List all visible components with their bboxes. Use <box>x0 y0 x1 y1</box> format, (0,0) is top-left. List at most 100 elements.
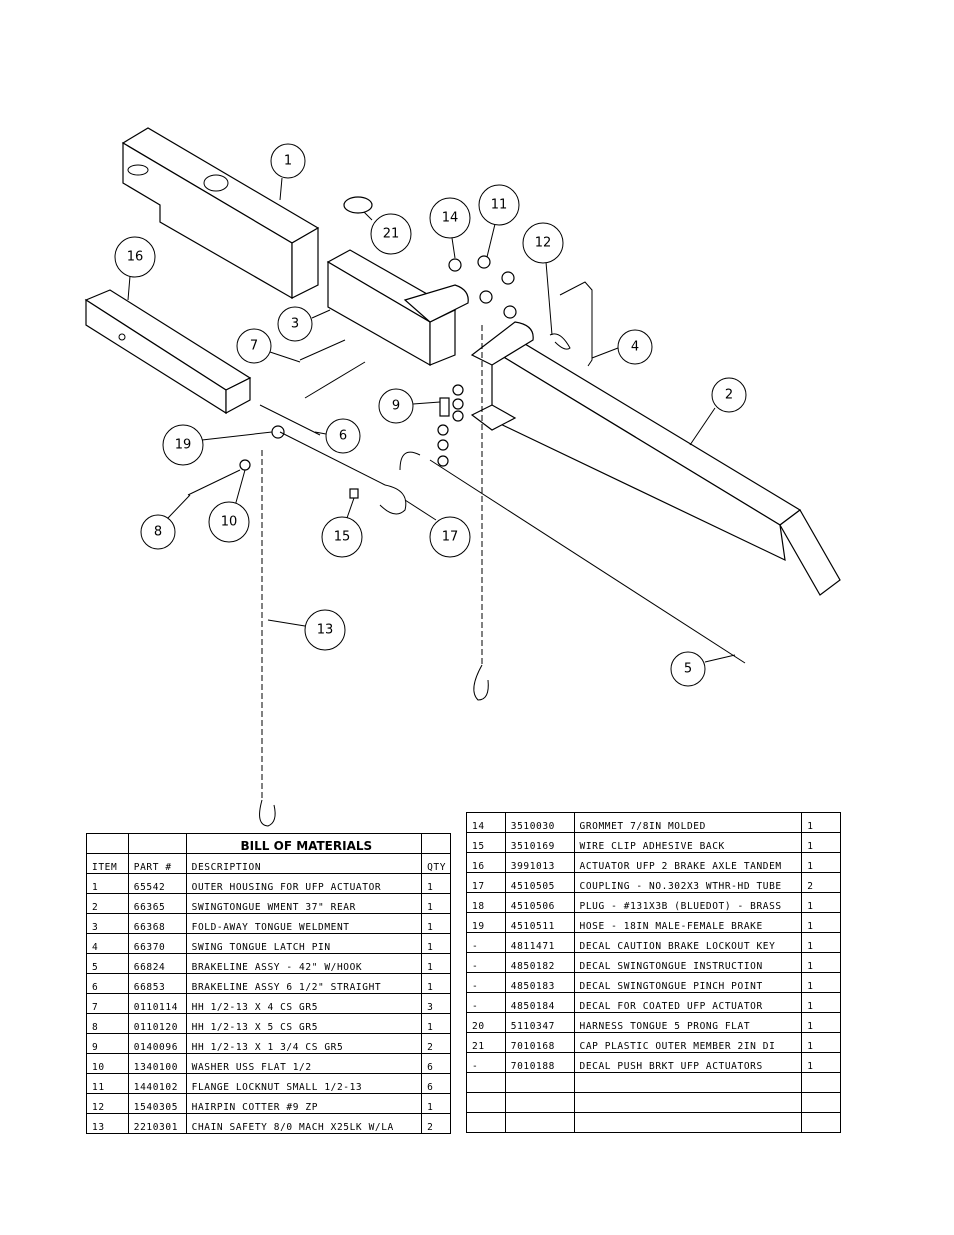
bom-item: 1 <box>86 873 129 894</box>
bom-description: DECAL FOR COATED UFP ACTUATOR <box>573 992 803 1013</box>
callout-1: 1 <box>270 143 306 201</box>
bom-item: 17 <box>466 872 506 893</box>
bom-qty: 1 <box>801 972 841 993</box>
header-part: PART # <box>127 853 187 874</box>
part-cap <box>343 196 373 214</box>
bom-description: OUTER HOUSING FOR UFP ACTUATOR <box>185 873 423 894</box>
callout-4: 4 <box>591 329 653 365</box>
bom-qty: 1 <box>421 913 451 934</box>
bom-description: ACTUATOR UFP 2 BRAKE AXLE TANDEM <box>573 852 803 873</box>
part-bolts <box>187 339 450 496</box>
bom-item: 6 <box>86 973 129 994</box>
bom-description: DECAL SWINGTONGUE INSTRUCTION <box>573 952 803 973</box>
svg-text:3: 3 <box>291 317 299 332</box>
bom-qty <box>801 1112 841 1133</box>
bom-description: HARNESS TONGUE 5 PRONG FLAT <box>573 1012 803 1033</box>
callout-6: 6 <box>314 418 361 454</box>
bom-item: 5 <box>86 953 129 974</box>
bom-part-number: 7010168 <box>504 1032 575 1053</box>
bom-item: 3 <box>86 913 129 934</box>
bom-qty: 1 <box>801 932 841 953</box>
bom-part-number: 7010188 <box>504 1052 575 1073</box>
part-outer-housing <box>121 127 320 300</box>
bom-description: WIRE CLIP ADHESIVE BACK <box>573 832 803 853</box>
bom-description: CHAIN SAFETY 8/0 MACH X25LK W/LA <box>185 1113 423 1134</box>
bom-description <box>573 1072 803 1093</box>
bom-part-number <box>504 1092 575 1113</box>
bom-qty: 1 <box>421 1013 451 1034</box>
bom-item: 4 <box>86 933 129 954</box>
bom-description <box>573 1092 803 1113</box>
bom-qty: 1 <box>801 812 841 833</box>
bom-item: 11 <box>86 1073 129 1094</box>
bom-part-number: 1440102 <box>127 1073 187 1094</box>
bom-qty: 1 <box>801 892 841 913</box>
callout-8: 8 <box>140 494 191 550</box>
bom-item: 2 <box>86 893 129 914</box>
bom-qty: 2 <box>421 1113 451 1134</box>
part-hairpin <box>549 333 571 350</box>
bom-qty: 1 <box>801 912 841 933</box>
bom-part-number: 4850182 <box>504 952 575 973</box>
part-brakelines <box>259 404 746 664</box>
bom-part-number: 66370 <box>127 933 187 954</box>
header-qty: QTY <box>421 853 451 874</box>
callout-2: 2 <box>689 377 747 446</box>
bom-qty: 1 <box>421 953 451 974</box>
svg-text:6: 6 <box>339 429 347 444</box>
svg-text:16: 16 <box>127 250 144 265</box>
header-description: DESCRIPTION <box>185 853 423 874</box>
bom-part-number: 65542 <box>127 873 187 894</box>
bom-item: 12 <box>86 1093 129 1114</box>
bom-description: HH 1/2-13 X 4 CS GR5 <box>185 993 423 1014</box>
callout-3: 3 <box>277 306 331 342</box>
svg-text:15: 15 <box>334 530 351 545</box>
bom-qty: 6 <box>421 1073 451 1094</box>
bom-part-number: 4850183 <box>504 972 575 993</box>
bom-qty: 2 <box>801 872 841 893</box>
svg-text:12: 12 <box>535 236 552 251</box>
table-row <box>466 1072 841 1093</box>
bom-item: 7 <box>86 993 129 1014</box>
bom-qty: 1 <box>421 973 451 994</box>
bom-part-number: 3510030 <box>504 812 575 833</box>
bom-item <box>466 1072 506 1093</box>
callout-17: 17 <box>404 499 471 558</box>
bom-description <box>573 1112 803 1133</box>
bom-item: 13 <box>86 1113 129 1134</box>
callout-15: 15 <box>321 497 363 558</box>
svg-text:13: 13 <box>317 623 334 638</box>
svg-text:19: 19 <box>175 438 192 453</box>
callout-13: 13 <box>267 609 346 651</box>
callout-14: 14 <box>429 197 471 259</box>
svg-text:2: 2 <box>725 388 733 403</box>
part-fold-away-tongue <box>326 249 469 367</box>
bom-description: BRAKELINE ASSY 6 1/2" STRAIGHT <box>185 973 423 994</box>
bom-qty: 1 <box>801 992 841 1013</box>
bom-qty: 1 <box>421 1093 451 1114</box>
bom-title-row: BILL OF MATERIALS <box>86 833 451 854</box>
bom-item: 8 <box>86 1013 129 1034</box>
svg-text:8: 8 <box>154 525 162 540</box>
bom-description: BRAKELINE ASSY - 42" W/HOOK <box>185 953 423 974</box>
bom-item: 18 <box>466 892 506 913</box>
bom-description: CAP PLASTIC OUTER MEMBER 2IN DI <box>573 1032 803 1053</box>
